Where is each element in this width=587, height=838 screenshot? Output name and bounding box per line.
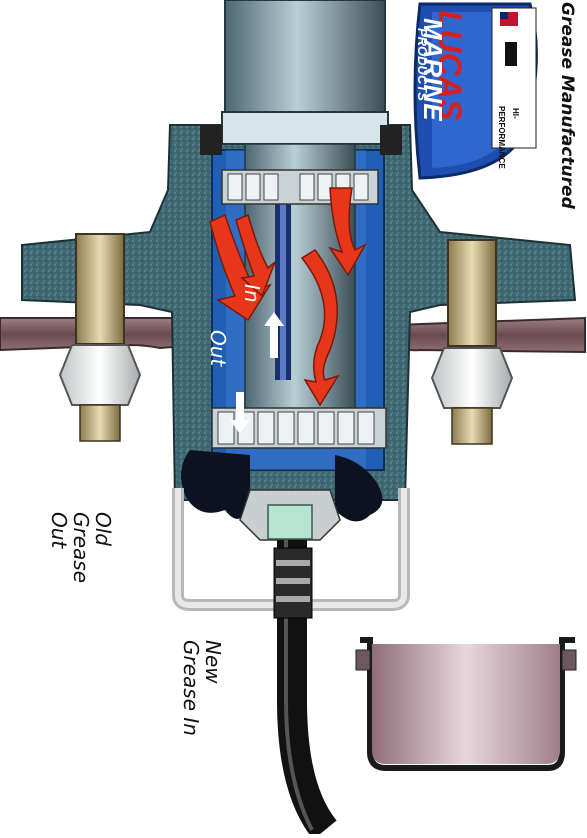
dust-cap-loose bbox=[355, 637, 577, 771]
flow-small-arrows bbox=[230, 312, 284, 434]
side-title: Grease Manufactured bbox=[557, 2, 577, 209]
wheel-bolt-left bbox=[58, 233, 142, 442]
new-grease-line-1: New bbox=[201, 640, 225, 684]
old-grease-line-1: Old bbox=[91, 512, 115, 546]
lucas-logo bbox=[413, 2, 538, 180]
flow-in-label: In bbox=[240, 284, 264, 303]
old-grease-blobs bbox=[181, 450, 383, 522]
new-grease-in-label: New Grease In bbox=[179, 640, 225, 736]
flow-out-label: Out bbox=[206, 330, 230, 367]
inner-bearing bbox=[221, 169, 379, 205]
grease-fitting bbox=[239, 489, 341, 541]
logo-badge-top: HI- bbox=[511, 108, 520, 119]
grease-hose bbox=[273, 540, 337, 838]
logo-badge-bottom: PERFORMANCE bbox=[497, 106, 506, 169]
grease-flow-arrows bbox=[209, 187, 367, 407]
old-grease-line-2: Grease bbox=[69, 512, 93, 584]
new-grease-line-2: Grease In bbox=[179, 640, 203, 736]
old-grease-out-label: Old Grease Out bbox=[47, 512, 115, 584]
seal-left bbox=[200, 125, 222, 155]
wheel-bolt-right bbox=[430, 239, 514, 445]
old-grease-line-3: Out bbox=[47, 512, 71, 549]
logo-line2-text: PRODUCTS bbox=[415, 28, 430, 101]
seal-right bbox=[380, 125, 402, 155]
outer-bearing bbox=[211, 407, 387, 449]
